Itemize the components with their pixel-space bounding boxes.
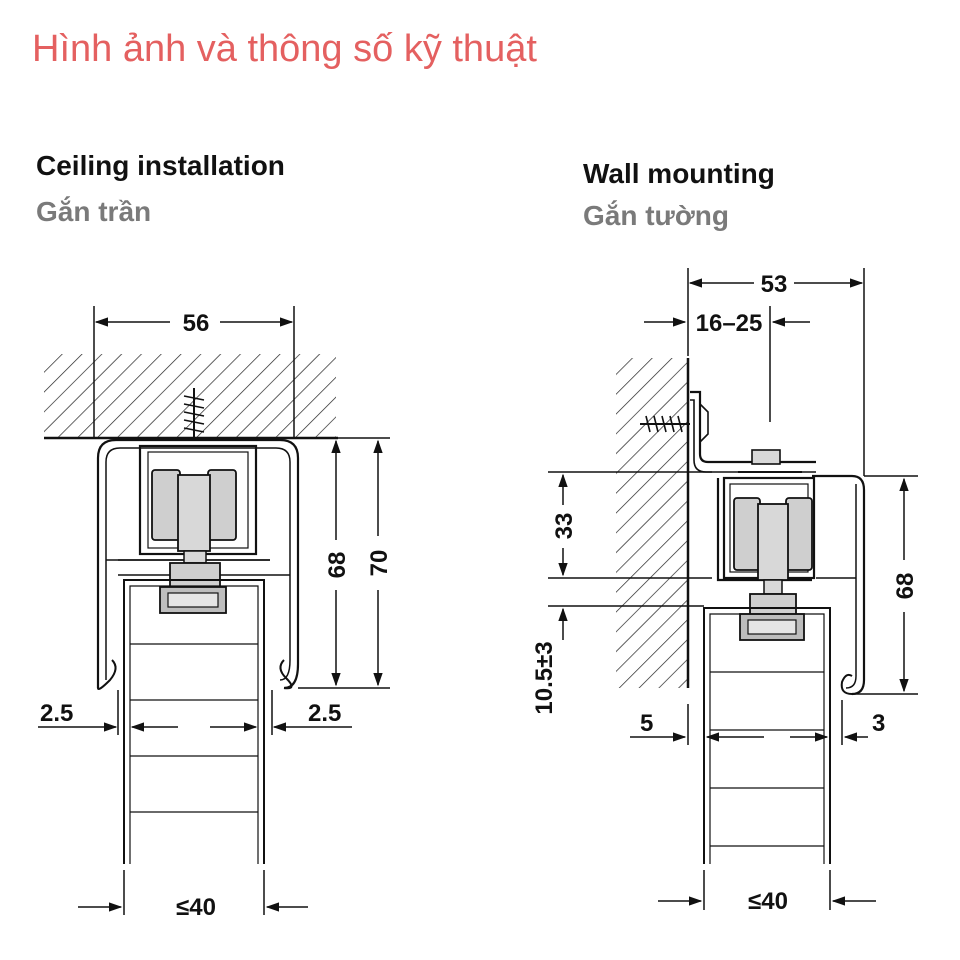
ceiling-title: Ceiling installation bbox=[36, 150, 285, 181]
wall-drawing: 53 16–25 33 10.5±3 68 5 3 ≤40 bbox=[531, 268, 919, 915]
wall-door-panel bbox=[703, 607, 831, 864]
wall-gap-right-label: 3 bbox=[872, 710, 885, 737]
ceiling-track-profile bbox=[96, 438, 300, 690]
wall-door-thickness-label: ≤40 bbox=[748, 888, 788, 915]
wall-gap-left-label: 5 bbox=[640, 710, 653, 737]
ceiling-door-panel bbox=[123, 579, 265, 864]
wall-bracket bbox=[690, 390, 816, 473]
ceiling-slab bbox=[44, 354, 336, 438]
ceiling-height-70-label: 70 bbox=[366, 550, 393, 577]
wall-height-10-5-label: 10.5±3 bbox=[531, 641, 558, 714]
wall-height-33-label: 33 bbox=[551, 513, 578, 540]
ceiling-height-68-label: 68 bbox=[324, 552, 351, 579]
wall-width-label: 53 bbox=[761, 271, 788, 298]
wall-dimension-lines bbox=[548, 268, 918, 910]
wall-screw bbox=[640, 415, 690, 433]
ceiling-subtitle: Gắn trần bbox=[36, 196, 152, 227]
wall-subtitle: Gắn tường bbox=[583, 200, 729, 231]
ceiling-roller-carriage bbox=[151, 469, 237, 614]
ceiling-dimension-lines bbox=[38, 306, 390, 915]
wall-offset-label: 16–25 bbox=[696, 310, 763, 337]
page-title: Hình ảnh và thông số kỹ thuật bbox=[32, 28, 537, 70]
wall-title: Wall mounting bbox=[583, 158, 775, 189]
ceiling-width-label: 56 bbox=[183, 310, 210, 337]
ceiling-screw bbox=[183, 388, 205, 440]
ceiling-gap-left-label: 2.5 bbox=[40, 700, 73, 727]
ceiling-gap-right-label: 2.5 bbox=[308, 700, 341, 727]
ceiling-door-thickness-label: ≤40 bbox=[176, 894, 216, 921]
wall-height-68-label: 68 bbox=[892, 573, 919, 600]
ceiling-drawing: 56 68 70 2.5 2.5 ≤40 bbox=[38, 306, 393, 921]
wall-section bbox=[616, 358, 688, 688]
wall-roller-carriage bbox=[733, 497, 813, 641]
